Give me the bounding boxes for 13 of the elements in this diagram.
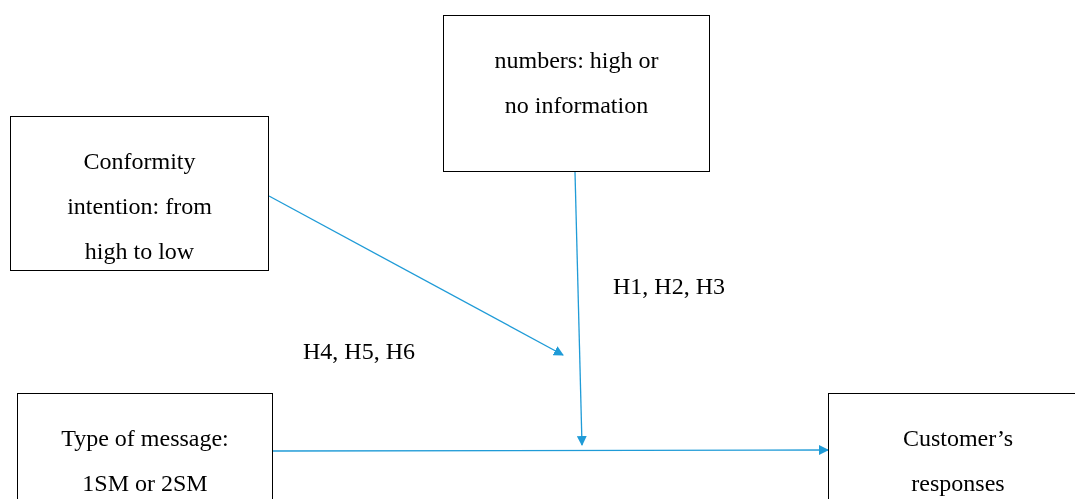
box-text: numbers: high or no information: [493, 46, 660, 120]
text-box: [443, 15, 710, 172]
text-box: [828, 393, 1075, 499]
text-box: [10, 116, 269, 271]
hypothesis-label: H4, H5, H6: [303, 337, 415, 366]
hypothesis-label: H1, H2, H3: [613, 272, 725, 301]
box-text: Customer’s responses: [901, 424, 1015, 498]
arrow: [268, 195, 564, 356]
box-text: Type of message: 1SM or 2SM: [60, 424, 230, 498]
arrow: [272, 445, 829, 455]
box-text: Conformity intention: from high to low: [66, 147, 213, 266]
text-box: [17, 393, 273, 499]
arrow: [574, 171, 587, 446]
